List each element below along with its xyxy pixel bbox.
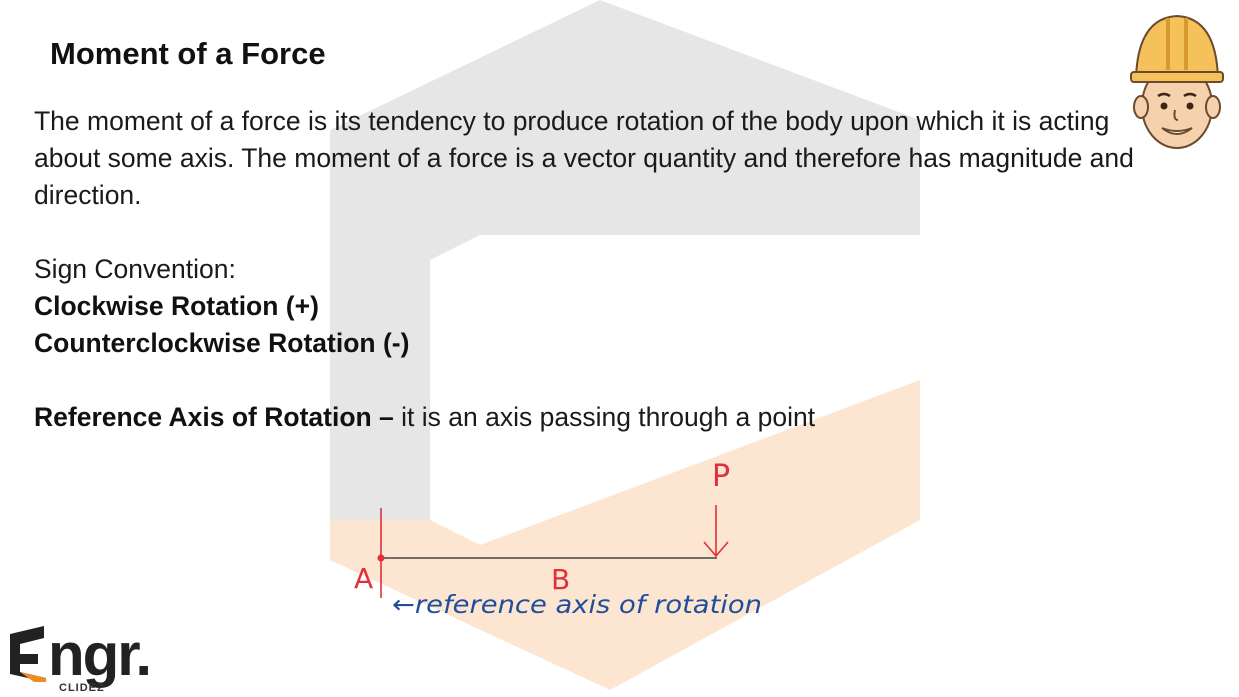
force-p-label: P: [712, 459, 730, 494]
engr-logo: ngr. CLIDEZ: [4, 620, 164, 697]
slide-title: Moment of a Force: [50, 36, 326, 71]
watermark-orange-shape: [330, 380, 920, 690]
sign-convention-label: Sign Convention:: [34, 254, 236, 284]
point-b-label: B: [551, 563, 570, 596]
logo-subtext: CLIDEZ: [59, 682, 105, 694]
point-a-label: A: [354, 562, 373, 595]
engineer-mascot-icon: [1130, 14, 1224, 149]
axis-note: ←reference axis of rotation: [392, 590, 762, 619]
reference-axis-term: Reference Axis of Rotation –: [34, 402, 394, 432]
reference-axis-definition: Reference Axis of Rotation – it is an ax…: [34, 399, 815, 436]
counterclockwise-rule: Counterclockwise Rotation (-): [34, 328, 410, 358]
definition-paragraph: The moment of a force is its tendency to…: [34, 106, 1134, 210]
clockwise-rule: Clockwise Rotation (+): [34, 291, 319, 321]
logo-word: ngr.: [48, 621, 152, 688]
reference-axis-diagram: A B P ←reference axis of rotation: [354, 459, 762, 619]
point-a-dot: [377, 554, 385, 562]
logo-e-mark-icon: [10, 626, 46, 682]
force-arrow-head: [703, 541, 729, 558]
reference-axis-text: it is an axis passing through a point: [393, 402, 816, 432]
watermark-gray-shape: [330, 0, 920, 520]
